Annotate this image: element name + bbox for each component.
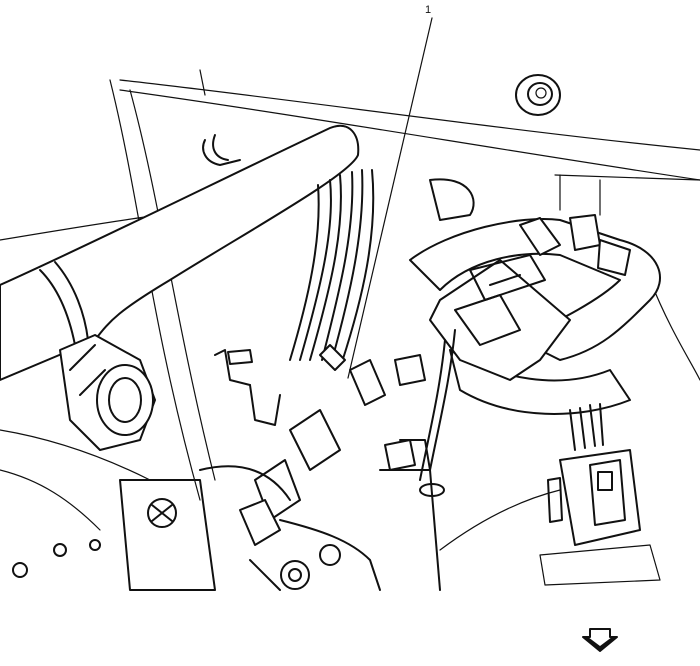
callout-label-1: 1: [425, 4, 432, 16]
front-arrow-icon: [582, 628, 618, 652]
inline-connectors: [239, 344, 426, 546]
hose-clamp: [59, 334, 156, 451]
harness-connector: [429, 254, 571, 381]
mounting-bracket: [12, 329, 561, 591]
coolant-hose: [0, 125, 360, 381]
sensor-connector: [539, 403, 661, 586]
ground-stud: [214, 349, 281, 426]
grommet: [515, 74, 561, 116]
wire-bundle: [289, 169, 375, 363]
body-panel: [0, 69, 700, 531]
harness-loom: [409, 178, 661, 415]
callout-leader-1: [347, 17, 433, 379]
